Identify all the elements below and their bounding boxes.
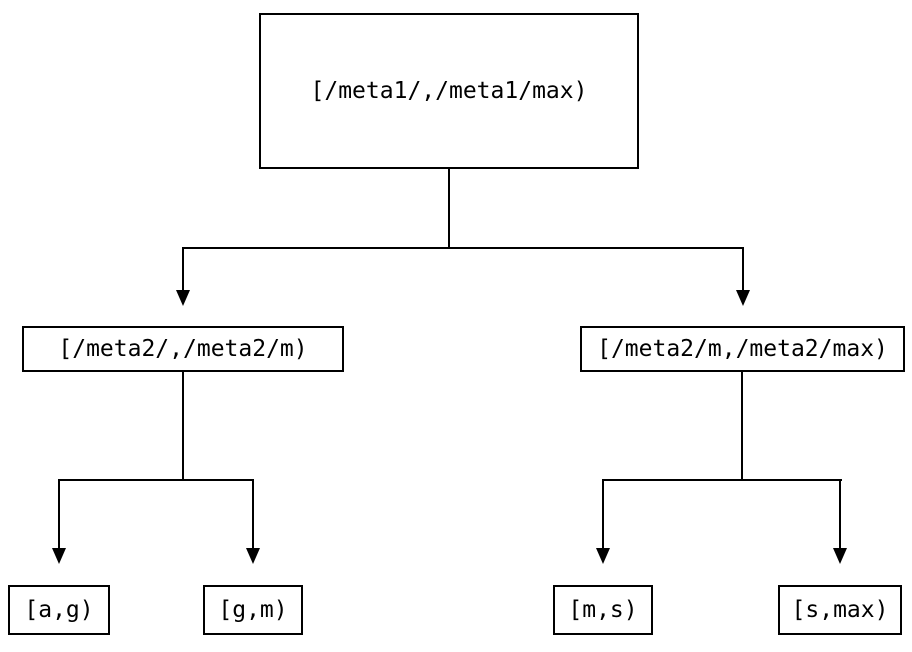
node-leaf-ag-label: [a,g)	[24, 597, 94, 623]
edge-left-bar	[58, 479, 254, 481]
node-left-interval: [/meta2/,/meta2/m)	[22, 326, 344, 372]
arrowhead-down-icon	[736, 290, 750, 306]
edge-root-to-left-drop	[182, 247, 184, 290]
edge-root-to-right-drop	[742, 247, 744, 290]
arrowhead-down-icon	[246, 548, 260, 564]
edge-right-to-smax-drop	[839, 479, 841, 548]
node-leaf-ag: [a,g)	[8, 585, 110, 635]
node-leaf-ms: [m,s)	[553, 585, 653, 635]
edge-right-bar	[602, 479, 842, 481]
edge-left-stem	[182, 372, 184, 479]
edge-right-stem	[741, 372, 743, 479]
edge-root-stem	[448, 169, 450, 248]
node-leaf-smax: [s,max)	[778, 585, 902, 635]
node-right-interval: [/meta2/m,/meta2/max)	[580, 326, 905, 372]
edge-left-to-ag-drop	[58, 479, 60, 548]
node-right-label: [/meta2/m,/meta2/max)	[597, 336, 888, 362]
edge-left-to-gm-drop	[252, 479, 254, 548]
node-leaf-gm: [g,m)	[203, 585, 303, 635]
arrowhead-down-icon	[596, 548, 610, 564]
node-left-label: [/meta2/,/meta2/m)	[58, 336, 308, 362]
arrowhead-down-icon	[833, 548, 847, 564]
edge-level1-bar	[182, 247, 744, 249]
arrowhead-down-icon	[176, 290, 190, 306]
node-root-label: [/meta1/,/meta1/max)	[310, 78, 588, 104]
edge-right-to-ms-drop	[602, 479, 604, 548]
node-leaf-gm-label: [g,m)	[218, 597, 288, 623]
node-root-interval: [/meta1/,/meta1/max)	[259, 13, 639, 169]
node-leaf-ms-label: [m,s)	[568, 597, 638, 623]
node-leaf-smax-label: [s,max)	[791, 597, 889, 623]
arrowhead-down-icon	[52, 548, 66, 564]
